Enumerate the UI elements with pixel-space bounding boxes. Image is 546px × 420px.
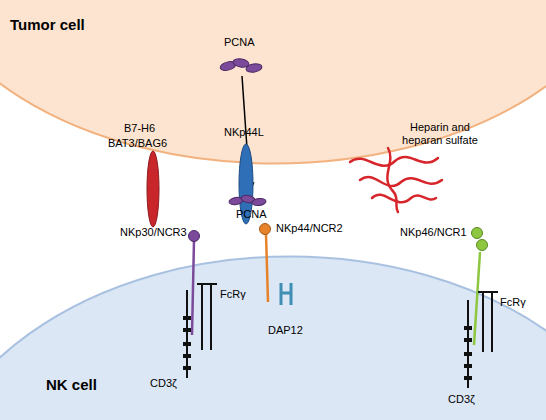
cell-membrane bbox=[0, 0, 546, 164]
molecule-label: DAP12 bbox=[268, 324, 303, 337]
cell-name: Tumor cell bbox=[10, 16, 85, 33]
molecule-label: BAT3/BAG6 bbox=[108, 137, 167, 150]
heparin-chains bbox=[350, 148, 442, 212]
molecule-label: Heparin and heparan sulfate bbox=[395, 121, 485, 147]
pcna-molecules bbox=[228, 194, 266, 206]
itam-motif bbox=[464, 326, 472, 330]
pcna-blob bbox=[245, 63, 262, 74]
cell-membrane bbox=[0, 257, 546, 420]
heparin-chain bbox=[372, 195, 436, 203]
nkp46-complex bbox=[464, 228, 498, 389]
fcrg-dimer bbox=[478, 292, 498, 352]
molecule-label: NKp46/NCR1 bbox=[400, 226, 467, 239]
molecule-label: FcRγ bbox=[220, 288, 246, 301]
itam-motif bbox=[183, 366, 191, 370]
molecule-label: PCNA bbox=[236, 208, 267, 221]
itam-motif bbox=[183, 342, 191, 346]
heparin-chain bbox=[387, 148, 398, 212]
receptor-head bbox=[189, 231, 200, 242]
cd3z-chain bbox=[467, 300, 469, 388]
receptor-stalk bbox=[192, 240, 194, 335]
b7h6-ligand bbox=[147, 151, 159, 227]
molecule-label: NKp44L bbox=[224, 126, 264, 139]
itam-motif bbox=[183, 328, 191, 332]
itam-motif bbox=[464, 352, 472, 356]
molecule-label: FcRγ bbox=[500, 296, 526, 309]
fcrg-dimer bbox=[197, 284, 217, 350]
receptor-head bbox=[477, 240, 488, 251]
molecule-label: B7-H6 bbox=[124, 122, 155, 135]
itam-motif bbox=[183, 316, 191, 320]
cell-name: NK cell bbox=[46, 376, 97, 393]
itam-motif bbox=[464, 338, 472, 342]
itam-motif bbox=[464, 364, 472, 368]
molecule-label: PCNA bbox=[224, 36, 255, 49]
heparin-chain bbox=[360, 177, 442, 186]
receptor-head bbox=[472, 228, 483, 239]
receptor-head bbox=[260, 224, 271, 235]
itam-motif bbox=[183, 354, 191, 358]
itam-motif bbox=[464, 376, 472, 380]
molecule-label: CD3ζ bbox=[150, 377, 177, 390]
receptor-stalk bbox=[266, 234, 268, 302]
heparin-chain bbox=[350, 157, 438, 166]
molecule-label: NKp44/NCR2 bbox=[276, 222, 343, 235]
molecule-label: CD3ζ bbox=[448, 393, 475, 406]
cd3z-chain bbox=[186, 290, 188, 378]
molecule-label: NKp30/NCR3 bbox=[120, 226, 187, 239]
pcna-blob bbox=[252, 198, 267, 207]
pcna-molecules bbox=[219, 58, 262, 74]
nkp30-complex bbox=[183, 231, 217, 379]
receptor-stalk bbox=[474, 252, 480, 345]
nkp44-complex bbox=[260, 224, 292, 306]
dap12-dimer bbox=[281, 283, 291, 305]
